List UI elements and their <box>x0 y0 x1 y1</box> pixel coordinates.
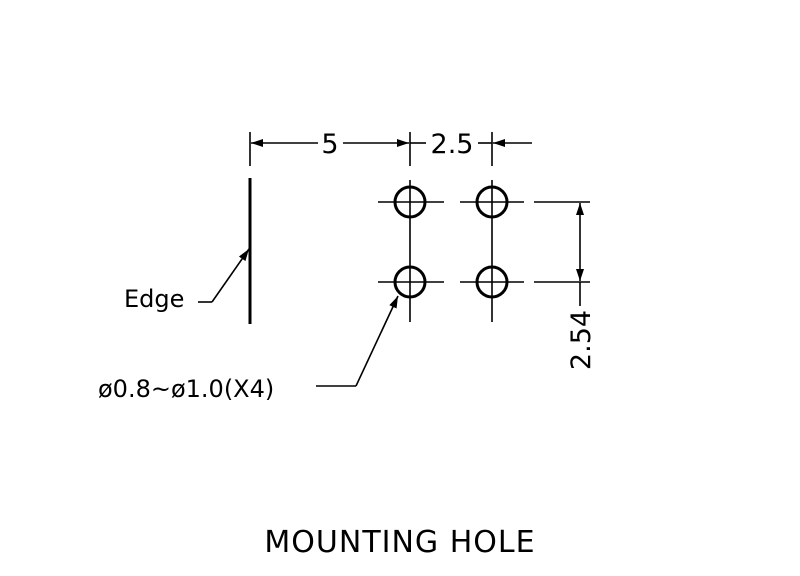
mounting-hole-top-left <box>393 185 427 219</box>
hole-diameter-label: ø0.8~ø1.0(X4) <box>98 375 274 403</box>
mounting-hole-top-right <box>475 185 509 219</box>
mounting-hole-bottom-right <box>475 265 509 299</box>
dimension-label-2-54: 2.54 <box>566 310 597 370</box>
hole-diameter-callout: ø0.8~ø1.0(X4) <box>98 295 399 403</box>
mounting-hole-bottom-left <box>393 265 427 299</box>
edge-label: Edge <box>124 285 184 313</box>
edge-callout: Edge <box>124 248 250 313</box>
dimension-label-2-5: 2.5 <box>431 129 474 160</box>
edge-leader-arrow <box>211 248 250 303</box>
dimension-edge-to-hole: 5 <box>251 129 409 160</box>
drawing-title: MOUNTING HOLE <box>264 525 535 560</box>
dimension-label-5: 5 <box>321 129 338 160</box>
dimension-hole-pitch-vertical: 2.54 <box>534 201 597 370</box>
hole-leader-arrow <box>355 295 399 387</box>
dimension-hole-pitch-horizontal: 2.5 <box>410 129 532 160</box>
